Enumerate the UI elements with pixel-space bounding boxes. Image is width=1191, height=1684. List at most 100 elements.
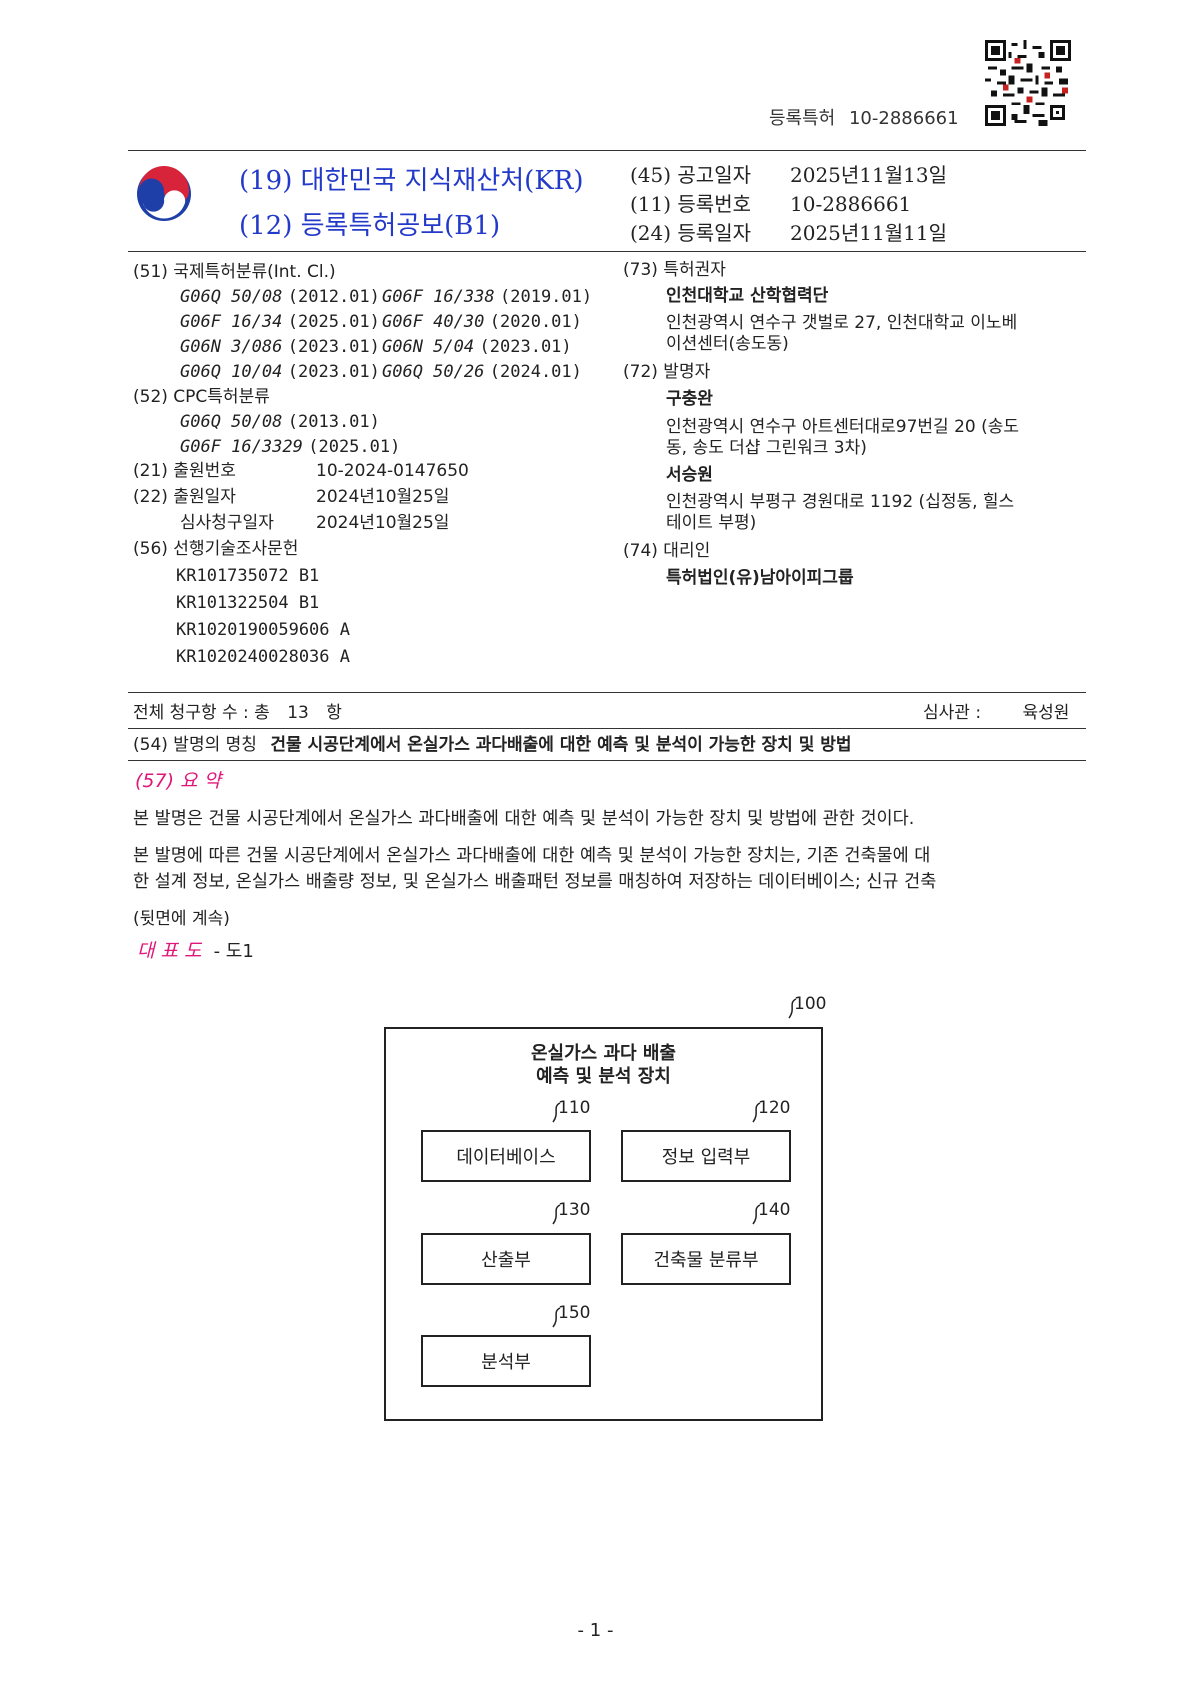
- prior-art-item: KR1020190059606 A: [176, 620, 350, 640]
- owner-address: 이션센터(송도동): [666, 334, 789, 354]
- component-building-classifier: 건축물 분류부: [621, 1233, 791, 1285]
- agent-label: (74) 대리인: [623, 541, 711, 561]
- component-label: 산출부: [481, 1250, 531, 1271]
- cpc-entry: G06Q 50/08 (2013.01): [180, 411, 380, 433]
- abstract-label: (57) 요 약: [135, 770, 222, 792]
- ipc-entry: G06F 16/338 (2019.01): [382, 286, 592, 308]
- cpc-code: G06F 16/3329: [180, 437, 303, 457]
- claims-total-label: 전체 청구항 수 : 총: [133, 703, 270, 723]
- reg-no-label: (11) 등록번호: [630, 192, 752, 216]
- inventor-address: 동, 송도 더샵 그린워크 3차): [666, 438, 867, 458]
- owner-name: 인천대학교 산학협력단: [666, 286, 829, 306]
- ipc-code: G06Q 10/04: [180, 362, 283, 382]
- abstract-paragraph: 한 설계 정보, 온실가스 배출량 정보, 및 온실가스 배출패턴 정보를 매칭…: [133, 872, 937, 892]
- component-database: 데이터베이스: [421, 1130, 591, 1182]
- ipc-code: G06F 16/34: [180, 312, 283, 332]
- device-title-line: 온실가스 과다 배출: [530, 1043, 676, 1064]
- component-ref: 130: [552, 1200, 591, 1225]
- reg-date-label: (24) 등록일자: [630, 221, 752, 245]
- component-ref: 110: [552, 1098, 590, 1123]
- abstract-paragraph: 본 발명은 건물 시공단계에서 온실가스 과다배출에 대한 예측 및 분석이 가…: [133, 809, 915, 829]
- component-label: 분석부: [481, 1352, 531, 1373]
- taegeuk-emblem-icon: [133, 163, 195, 225]
- cpc-code: G06Q 50/08: [180, 412, 283, 432]
- divider-title: [128, 251, 1086, 252]
- component-label: 정보 입력부: [661, 1147, 751, 1168]
- ipc-year: (2023.01): [287, 337, 380, 357]
- prior-art-item: KR101735072 B1: [176, 566, 320, 586]
- ref-main-number: 100: [794, 994, 827, 1014]
- ipc-year: (2012.01): [287, 287, 380, 307]
- header-reg-label: 등록특허: [769, 108, 836, 129]
- cpc-label: (52) CPC특허분류: [133, 387, 270, 407]
- claims-total-unit: 항: [326, 703, 342, 723]
- inventor-name: 서승원: [666, 465, 713, 485]
- divider-top: [128, 150, 1086, 151]
- ipc-code: G06F 16/338: [382, 287, 495, 307]
- ipc-year: (2023.01): [287, 362, 380, 382]
- invention-title-label: (54) 발명의 명칭: [133, 735, 257, 755]
- cpc-year: (2013.01): [287, 412, 380, 432]
- ipc-entry: G06Q 50/26 (2024.01): [382, 361, 582, 383]
- ipc-code: G06N 5/04: [382, 337, 475, 357]
- examiner-label: 심사관 :: [923, 703, 982, 723]
- divider-biblio: [128, 692, 1086, 693]
- app-date-value: 2024년10월25일: [316, 487, 450, 507]
- component-analyzer: 분석부: [421, 1335, 591, 1387]
- component-ref: 150: [552, 1303, 591, 1328]
- cpc-entry: G06F 16/3329 (2025.01): [180, 436, 400, 458]
- examiner: 심사관 : 육성원: [923, 702, 1069, 724]
- owner-label: (73) 특허권자: [623, 260, 726, 280]
- rep-figure-value: - 도1: [213, 941, 254, 962]
- ipc-code: G06Q 50/26: [382, 362, 485, 382]
- header-registration: 등록특허 10-2886661: [769, 108, 959, 130]
- ipc-year: (2023.01): [479, 337, 572, 357]
- representative-figure: 대 표 도 - 도1: [137, 940, 254, 963]
- app-date-label: (22) 출원일자: [133, 487, 236, 507]
- prior-art-item: KR101322504 B1: [176, 593, 320, 613]
- ipc-code: G06Q 50/08: [180, 287, 283, 307]
- ipc-year: (2024.01): [489, 362, 582, 382]
- inventor-label: (72) 발명자: [623, 362, 711, 382]
- component-label: 건축물 분류부: [653, 1250, 759, 1271]
- component-ref-number: 130: [558, 1200, 591, 1220]
- prior-art-label: (56) 선행기술조사문헌: [133, 539, 299, 559]
- app-no-value: 10-2024-0147650: [316, 461, 469, 481]
- exam-date-value: 2024년10월25일: [316, 513, 450, 533]
- pub-date-label: (45) 공고일자: [630, 163, 752, 187]
- inventor-address: 테이트 부평): [666, 513, 757, 533]
- owner-address: 인천광역시 연수구 갯벌로 27, 인천대학교 이노베: [666, 313, 1018, 333]
- exam-date-label: 심사청구일자: [180, 513, 274, 533]
- header-reg-number: 10-2886661: [848, 108, 959, 129]
- ipc-year: (2019.01): [500, 287, 593, 307]
- abstract-paragraph: 본 발명에 따른 건물 시공단계에서 온실가스 과다배출에 대한 예측 및 분석…: [133, 846, 931, 866]
- ipc-entry: G06N 3/086 (2023.01): [180, 336, 380, 358]
- component-ref-number: 140: [758, 1200, 791, 1220]
- reg-no-value: 10-2886661: [790, 192, 912, 216]
- cpc-year: (2025.01): [308, 437, 401, 457]
- invention-title: 건물 시공단계에서 온실가스 과다배출에 대한 예측 및 분석이 가능한 장치 …: [270, 735, 852, 755]
- device-title-line: 예측 및 분석 장치: [536, 1066, 671, 1087]
- invention-title-row: (54) 발명의 명칭 건물 시공단계에서 온실가스 과다배출에 대한 예측 및…: [133, 734, 852, 756]
- component-ref-number: 150: [558, 1303, 591, 1323]
- ipc-entry: G06N 5/04 (2023.01): [382, 336, 572, 358]
- reg-date-value: 2025년11월11일: [790, 221, 947, 245]
- inventor-name: 구충완: [666, 389, 713, 409]
- ipc-entry: G06Q 50/08 (2012.01): [180, 286, 380, 308]
- prior-art-item: KR1020240028036 A: [176, 647, 350, 667]
- rep-figure-label: 대 표 도: [137, 940, 202, 962]
- device-title: 온실가스 과다 배출 예측 및 분석 장치: [384, 1042, 823, 1088]
- examiner-name: 육성원: [1022, 703, 1070, 723]
- divider-invention: [128, 760, 1086, 761]
- component-calculator: 산출부: [421, 1233, 591, 1285]
- ipc-year: (2020.01): [489, 312, 582, 332]
- app-no-label: (21) 출원번호: [133, 461, 236, 481]
- divider-claims: [128, 728, 1086, 729]
- ipc-label: (51) 국제특허분류(Int. Cl.): [133, 262, 336, 282]
- ipc-entry: G06Q 10/04 (2023.01): [180, 361, 380, 383]
- qr-code: [985, 40, 1071, 126]
- doc-type-title: (12) 등록특허공보(B1): [239, 211, 501, 241]
- inventor-address: 인천광역시 연수구 아트센터대로97번길 20 (송도: [666, 417, 1020, 437]
- ipc-year: (2025.01): [287, 312, 380, 332]
- ipc-code: G06N 3/086: [180, 337, 283, 357]
